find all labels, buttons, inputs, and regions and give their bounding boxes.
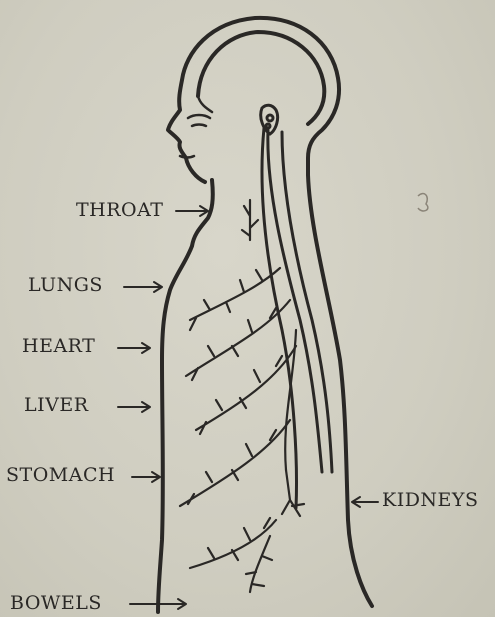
label-throat: THROAT [76,201,163,220]
front-body-outline [158,180,213,612]
pointer-arrows [118,206,378,609]
label-stomach: STOMACH [6,466,115,485]
eye [192,125,206,127]
hairline [198,96,212,112]
eyebrow [188,115,210,118]
label-lungs: LUNGS [28,276,103,295]
smudge-mark [418,194,428,211]
label-heart: HEART [22,337,95,356]
label-kidneys: KIDNEYS [382,491,479,510]
label-bowels: BOWELS [10,594,102,613]
label-liver: LIVER [24,396,89,415]
inner-back-line [262,128,296,508]
